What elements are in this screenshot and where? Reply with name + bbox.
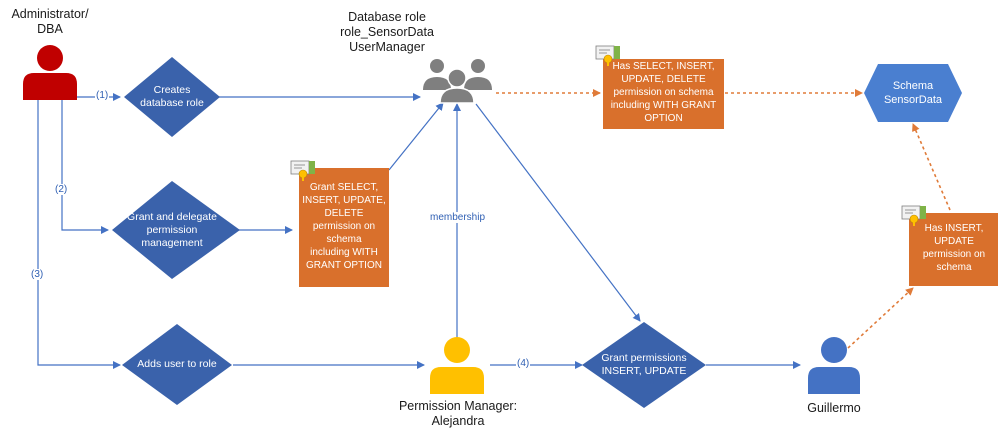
step-2-label: (2) xyxy=(54,184,69,195)
add-user-diamond xyxy=(122,324,232,405)
admin-label: Administrator/ DBA xyxy=(11,7,89,36)
schema-hexagon xyxy=(864,64,962,122)
create-role-label: Creates database role xyxy=(140,84,204,110)
manager-user-icon xyxy=(430,337,484,394)
edge-guillermo-to-permission xyxy=(847,287,914,349)
edge-admin-add-user xyxy=(37,100,121,369)
role-permission-box xyxy=(603,59,724,129)
certificate-key-icon xyxy=(290,160,315,181)
schema-label: Schema SensorData xyxy=(883,80,943,106)
grant-delegate-diamond xyxy=(112,181,240,279)
grant-with-option-box xyxy=(299,168,389,287)
guillermo-user-icon xyxy=(808,337,860,394)
step-4-label: (4) xyxy=(516,358,531,369)
certificate-key-icon xyxy=(901,205,926,226)
step-3-label: (3) xyxy=(30,269,45,280)
grant-permissions-diamond xyxy=(582,322,706,408)
add-user-label: Adds user to role xyxy=(137,358,217,370)
edge-role-to-grant-permissions xyxy=(475,103,641,322)
membership-label: membership xyxy=(429,212,487,223)
guillermo-label: Guillermo xyxy=(807,401,861,415)
grant-with-option-text: Grant SELECT, INSERT, UPDATE, DELETE per… xyxy=(302,182,386,271)
edge-admin-grant-delegate xyxy=(61,100,109,234)
role-group-icon xyxy=(423,59,492,104)
guillermo-permission-text: Has INSERT, UPDATE permission on schema xyxy=(922,223,986,273)
manager-label: Permission Manager: Alejandra xyxy=(398,399,518,428)
role-label: Database role role_SensorData UserManage… xyxy=(340,10,434,54)
certificate-key-icon xyxy=(595,45,620,66)
grant-permissions-label: Grant permissions INSERT, UPDATE xyxy=(601,352,687,378)
edge-guillermo-permission-to-schema xyxy=(912,123,951,211)
role-permission-text: Has SELECT, INSERT, UPDATE, DELETE permi… xyxy=(610,61,717,124)
guillermo-permission-box xyxy=(909,213,998,286)
grant-delegate-label: Grant and delegate permission management xyxy=(127,211,217,250)
admin-user-icon xyxy=(23,45,77,100)
step-1-label: (1) xyxy=(95,90,110,101)
edge-permission-to-role xyxy=(388,102,444,171)
create-role-diamond xyxy=(124,57,220,137)
